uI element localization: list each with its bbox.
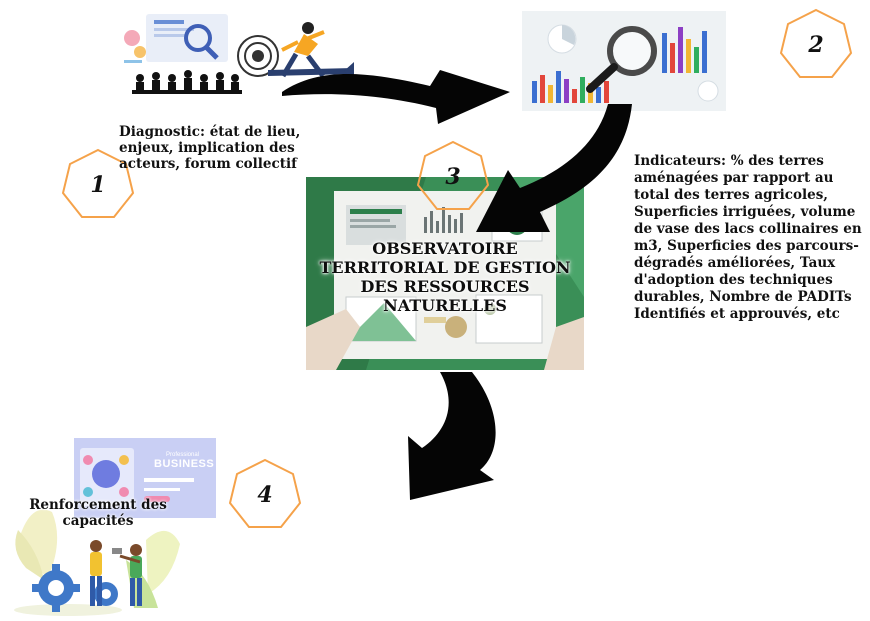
caption-line: Diagnostic: état de lieu, [119,124,301,140]
observatory-title-line: DES RESSOURCES [360,277,530,296]
step-1-number: 1 [90,172,106,198]
observatory-title-line: TERRITORIAL DE GESTION [319,258,571,277]
banner-title: BUSINESS [154,458,215,470]
step-1-caption: Diagnostic: état de lieu, enjeux, implic… [119,124,300,172]
diagnostic-image [118,10,356,105]
caption-line: m3, Superficies des parcours- [634,238,859,254]
indicators-image [522,11,726,111]
step-2-caption: Indicateurs: % des terres aménagées par … [634,153,862,323]
caption-line: d'adoption des techniques [634,272,833,288]
banner-subtitle: Professional [166,452,200,458]
step-2-number: 2 [808,32,824,58]
observatory-title: OBSERVATOIRE TERRITORIAL DE GESTION DES … [306,239,584,315]
observatory-title-line: OBSERVATOIRE [372,239,518,258]
step-3-badge: 3 [414,138,492,216]
capacity-building-illustration [8,490,186,618]
caption-line: Identifiés et approuvés, etc [634,306,840,322]
observatory-title-line: NATURELLES [383,296,507,315]
caption-line: Superficies irriguées, volume [634,204,856,220]
step-4-number: 4 [257,482,273,508]
caption-line: de vase des lacs collinaires en [634,221,862,237]
step-4-badge: 4 [226,456,304,534]
step-1-badge: 1 [59,146,137,224]
caption-line: acteurs, forum collectif [119,156,297,172]
arrow-3-to-4-icon [408,372,496,500]
caption-line: aménagées par rapport au [634,170,834,186]
caption-line: durables, Nombre de PADITs [634,289,852,305]
caption-line: enjeux, implication des [119,140,295,156]
caption-line: dégradés améliorées, Taux [634,255,836,271]
caption-line: total des terres agricoles, [634,187,828,203]
caption-line: Renforcement des [29,497,167,513]
business-banner-image: Professional BUSINESS [74,438,216,518]
step-4-caption: Renforcement des capacités [24,497,172,529]
caption-line: capacités [62,513,134,529]
step-2-badge: 2 [777,6,855,84]
step-3-number: 3 [445,164,461,190]
caption-line: Indicateurs: % des terres [634,153,824,169]
